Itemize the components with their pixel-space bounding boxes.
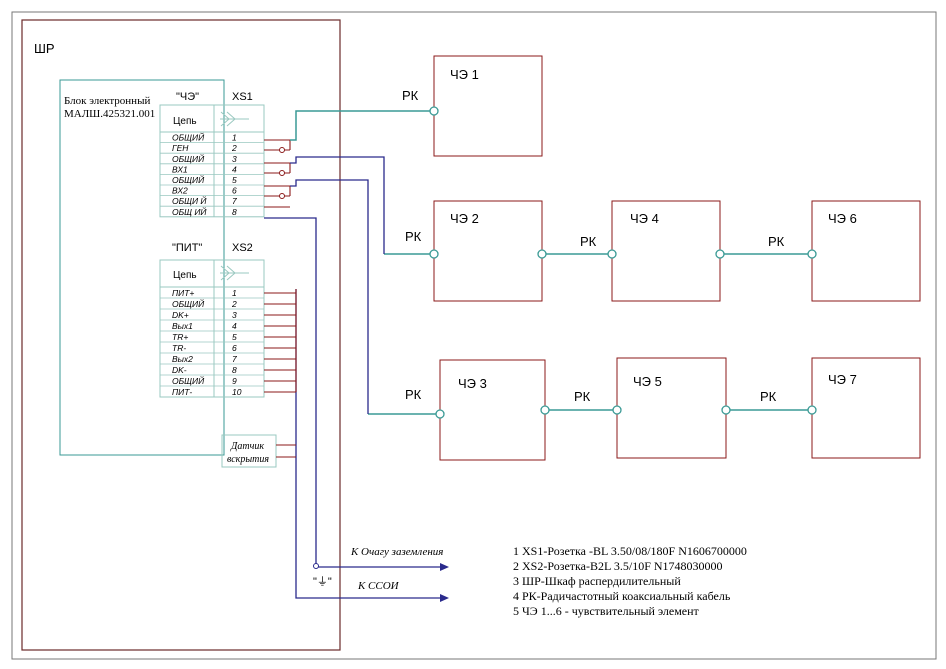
pin-number: 7 xyxy=(232,196,237,206)
xs1-header: Цепь xyxy=(173,116,197,127)
note-3: 3 ШР-Шкаф распердилительный xyxy=(513,574,681,588)
sensor-box xyxy=(221,434,277,468)
pin-number: 4 xyxy=(232,321,237,331)
xs2-name: "ПИТ" xyxy=(172,242,202,254)
pin-signal: DK+ xyxy=(172,310,189,320)
cabinet-box xyxy=(21,19,341,651)
note-2: 2 XS2-Розетка-B2L 3.5/10F N1748030000 xyxy=(513,559,723,573)
cable-label-1: РК xyxy=(402,88,419,103)
sensor-line2: вскрытия xyxy=(227,454,269,465)
xs1-red-wires xyxy=(264,139,291,208)
element-terminals xyxy=(429,106,817,419)
element-1-box xyxy=(433,55,543,157)
cable-label-4: РК xyxy=(768,234,785,249)
ground-label: К Очагу заземления xyxy=(350,546,443,558)
pin-number: 6 xyxy=(232,343,237,353)
sensor-wires xyxy=(276,444,296,458)
pin-number: 5 xyxy=(232,175,237,185)
pin-signal: ВХ2 xyxy=(172,186,188,196)
element-4-label: ЧЭ 4 xyxy=(630,211,659,226)
pin-number: 6 xyxy=(232,186,237,196)
note-5: 5 ЧЭ 1...6 - чувствительный элемент xyxy=(513,604,700,618)
pin-signal: ОБЩ ИЙ xyxy=(172,206,207,217)
cable-label-2: РК xyxy=(405,229,422,244)
pin-number: 2 xyxy=(231,143,237,153)
pin-signal: DK- xyxy=(172,365,187,375)
sensor-line1: Датчик xyxy=(230,441,264,452)
pin-number: 8 xyxy=(232,207,237,217)
pin-number: 1 xyxy=(232,133,237,143)
element-4-box xyxy=(611,200,721,302)
pin-number: 3 xyxy=(232,310,237,320)
outer-frame xyxy=(11,11,937,660)
pin-number: 8 xyxy=(232,365,237,375)
xs1-plug-icon xyxy=(220,111,249,127)
pin-signal: TR+ xyxy=(172,332,188,342)
block-code: МАЛШ.425321.001 xyxy=(64,108,155,120)
pin-signal: ПИТ- xyxy=(172,387,192,397)
xs1-id: XS1 xyxy=(232,91,253,103)
element-6-label: ЧЭ 6 xyxy=(828,211,857,226)
ground-symbol: "⏚" xyxy=(313,575,332,588)
ssoi-label: К ССОИ xyxy=(357,580,400,592)
pin-number: 4 xyxy=(232,164,237,174)
pin-signal: ОБЩИЙ xyxy=(172,174,205,185)
cable-label-5: РК xyxy=(405,387,422,402)
element-7-label: ЧЭ 7 xyxy=(828,372,857,387)
pin-signal: ГЕН xyxy=(172,143,189,153)
pin-number: 7 xyxy=(232,354,237,364)
arrow-heads xyxy=(440,563,449,602)
block-name: Блок электронный xyxy=(64,95,150,107)
pin-number: 3 xyxy=(232,154,237,164)
xs2-header: Цепь xyxy=(173,270,197,281)
cable-label-6: РК xyxy=(574,389,591,404)
pin-signal: ОБЩИ Й xyxy=(172,195,207,206)
element-boxes xyxy=(433,55,921,461)
pin-number: 9 xyxy=(232,376,237,386)
pin-signal: ОБЩИЙ xyxy=(172,298,205,309)
pin-signal: TR- xyxy=(172,343,186,353)
xs1-junctions xyxy=(279,147,285,199)
ground-junction xyxy=(313,563,319,569)
element-5-box xyxy=(616,357,727,459)
element-2-label: ЧЭ 2 xyxy=(450,211,479,226)
pin-signal: ОБЩИЙ xyxy=(172,375,205,386)
pin-number: 2 xyxy=(231,299,237,309)
xs2-red-wires xyxy=(264,289,297,393)
pin-signal: ВХ1 xyxy=(172,164,188,174)
note-4: 4 РК-Радичастотный коаксиальный кабель xyxy=(513,589,731,603)
cable-label-7: РК xyxy=(760,389,777,404)
xs1-name: "ЧЭ" xyxy=(176,91,199,103)
xs2-id: XS2 xyxy=(232,242,253,254)
element-5-label: ЧЭ 5 xyxy=(633,374,662,389)
cabinet-label: ШР xyxy=(34,41,55,56)
element-3-box xyxy=(439,359,546,461)
blue-cables xyxy=(264,156,440,599)
electronic-block xyxy=(59,79,225,456)
element-3-label: ЧЭ 3 xyxy=(458,376,487,391)
pin-signal: ОБЩИЙ xyxy=(172,132,205,143)
element-1-label: ЧЭ 1 xyxy=(450,67,479,82)
pin-number: 10 xyxy=(232,387,242,397)
pin-signal: ОБЩИЙ xyxy=(172,153,205,164)
pin-signal: ПИТ+ xyxy=(172,288,194,298)
pin-number: 5 xyxy=(232,332,237,342)
pin-signal: Вых1 xyxy=(172,321,193,331)
pin-number: 1 xyxy=(232,288,237,298)
note-1: 1 XS1-Розетка -BL 3.50/08/180F N16067000… xyxy=(513,544,747,558)
xs2-plug-icon xyxy=(220,265,249,281)
pin-signal: Вых2 xyxy=(172,354,193,364)
cable-label-3: РК xyxy=(580,234,597,249)
coax-cables xyxy=(290,110,812,415)
